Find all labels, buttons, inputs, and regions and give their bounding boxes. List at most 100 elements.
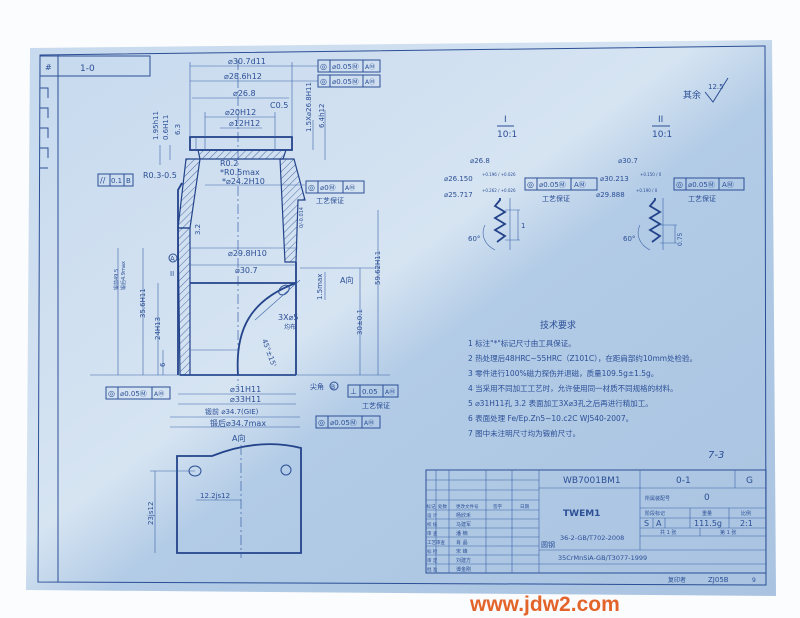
watermark-logo: www.jdw2.com — [469, 593, 620, 616]
dim-dia-30-7: ⌀30.7d11 — [228, 57, 266, 66]
tech-req-title: 技术要求 — [540, 319, 576, 331]
material-spec-2: 35CrMnSiA-GB/T3077-1999 — [558, 554, 647, 562]
material-spec-1: 36-2-GB/T702-2008 — [560, 534, 624, 542]
tech-req-item: 6 表面处理 Fe/Ep.Zn5~10.c2C WJ540-2007。 — [468, 413, 633, 423]
svg-text:+0.190 / 0: +0.190 / 0 — [636, 188, 658, 193]
weight: 111.5g — [694, 519, 722, 528]
role: 设 计 — [427, 512, 438, 519]
roughness-top: 6.3 — [174, 124, 182, 135]
technical-requirements: 技术要求 1 标注"*"标记尺寸由工具保证。 2 热处理后48HRC~55HRC… — [468, 319, 697, 438]
version: 0-1 — [676, 476, 691, 486]
detail-2-marker: II — [170, 270, 174, 278]
radius-0-2: R0.2 — [220, 159, 238, 168]
change-header: 标记 — [427, 503, 436, 510]
change-header: 更改文件号 — [456, 503, 479, 510]
signer-name: 马建军 — [456, 521, 471, 528]
svg-text:⌀26.8: ⌀26.8 — [470, 157, 490, 165]
copy-label: 复印者 — [668, 576, 686, 584]
svg-text:⌀0.05Ⓜ: ⌀0.05Ⓜ — [332, 63, 359, 71]
dim-dia-26-8: ⌀26.8 — [233, 89, 256, 98]
dim-dia-20: ⌀20H12 — [225, 108, 256, 117]
svg-text:◎: ◎ — [320, 77, 327, 86]
dim-1-95: 1.95h11 — [152, 111, 160, 140]
svg-text:0.05: 0.05 — [362, 388, 378, 396]
svg-text:⌀29.888: ⌀29.888 — [596, 191, 625, 199]
svg-text:◎: ◎ — [108, 389, 115, 398]
svg-text:AⓂ: AⓂ — [365, 63, 375, 71]
role: 标 检 — [427, 548, 438, 555]
svg-text:60°: 60° — [468, 235, 480, 243]
dim-12-2: 12.2js12 — [200, 492, 230, 500]
dim-6-4: 6.4h12 — [318, 104, 326, 128]
role: 校 核 — [427, 521, 438, 528]
handwritten-note: 7-3 — [708, 450, 724, 461]
signer-name: 肖 晶 — [456, 539, 468, 546]
svg-text:⌀30.213: ⌀30.213 — [600, 175, 629, 183]
svg-text:◎: ◎ — [527, 180, 534, 189]
roughness-inner: 3.2 — [194, 224, 202, 235]
change-header: 签字 — [493, 503, 502, 510]
fcf-coaxiality-zero: ◎ ⌀0Ⓜ AⓂ — [305, 180, 365, 194]
signer-name: 刘建方 — [456, 557, 471, 564]
fcf-coaxiality-1: ◎ ⌀0.05Ⓜ AⓂ — [317, 59, 381, 73]
form-code: ZJ05B — [708, 576, 729, 584]
assembly-no: 0 — [704, 493, 710, 503]
svg-text:+0.150 / 0: +0.150 / 0 — [640, 172, 662, 177]
svg-text:+0.262 / +0.026: +0.262 / +0.026 — [482, 188, 516, 193]
process-note-2: 工艺保证 — [362, 401, 390, 410]
main-view-annotations: ⌀30.7d11 ⌀28.6h12 ⌀26.8 ⌀20H12 ⌀12H12 C0… — [97, 57, 399, 429]
holes-spec: 3X⌀5 — [278, 313, 298, 322]
dim-59-62: 59.62H11 — [374, 251, 382, 285]
fcf-coaxiality-left: ◎ ⌀0.05Ⓜ AⓂ — [105, 386, 171, 400]
header-block: # 1-0 — [39, 55, 151, 169]
svg-text:⌀25.717: ⌀25.717 — [444, 191, 473, 199]
svg-text:⌀0Ⓜ: ⌀0Ⓜ — [320, 184, 336, 192]
tech-req-item: 2 热处理后48HRC~55HRC（Z101C），在距肩部约10mm处检验。 — [468, 353, 697, 363]
svg-text:工艺保证: 工艺保证 — [542, 194, 570, 203]
detail-view-2: II 10:1 ⌀30.7 ⌀30.213 +0.150 / 0 ⌀29.888… — [596, 115, 745, 251]
svg-text:0.1: 0.1 — [111, 177, 122, 185]
process-note-1: 工艺保证 — [316, 196, 344, 205]
svg-text:⊥: ⊥ — [350, 387, 357, 396]
svg-text:AⓂ: AⓂ — [574, 181, 586, 189]
datum-a: A — [170, 255, 175, 263]
sheet-size: G — [746, 476, 753, 486]
role: 审 定 — [427, 557, 438, 564]
dim-forge-after: 锻后4.9max — [120, 261, 127, 290]
svg-text:10:1: 10:1 — [652, 130, 672, 140]
bore-24-2: *⌀24.2H10 — [222, 177, 265, 186]
sheet-no: 第 1 张 — [720, 529, 736, 536]
dim-0-014: 0/-0.014 — [299, 207, 305, 228]
dim-forge-before: 锻前49.5 — [113, 269, 120, 290]
drawing-number: WB7001BM1 — [563, 476, 621, 486]
col-label-weight: 重量 — [702, 510, 712, 517]
svg-text:AⓂ: AⓂ — [365, 78, 375, 86]
fcf-perpendicularity: ⊥ 0.05 AⓂ — [347, 384, 399, 398]
dim-dia-28-6: ⌀28.6h12 — [224, 72, 262, 81]
dim-6: 6 — [159, 362, 167, 367]
svg-text:⌀0.05Ⓜ: ⌀0.05Ⓜ — [120, 390, 147, 398]
svg-text:工艺保证: 工艺保证 — [688, 194, 716, 203]
svg-text:其余: 其余 — [683, 89, 701, 101]
corner-mark: # — [45, 63, 52, 72]
dim-dia-33: ⌀33H11 — [230, 395, 261, 404]
svg-text:◎: ◎ — [318, 418, 325, 427]
radius-0-3: R0.3-0.5 — [143, 171, 177, 180]
svg-text:AⓂ: AⓂ — [722, 181, 734, 189]
drawing-no-short: 1-0 — [80, 64, 95, 74]
signer-name: 潘 楠 — [456, 530, 468, 537]
dim-dia-after-forge: 锻后⌀34.7max — [210, 418, 266, 428]
svg-text:⌀26.150: ⌀26.150 — [444, 175, 473, 183]
svg-text:⌀0.05Ⓜ: ⌀0.05Ⓜ — [688, 181, 715, 189]
svg-text:AⓂ: AⓂ — [154, 390, 164, 398]
svg-text:AⓂ: AⓂ — [385, 388, 395, 396]
svg-text:10:1: 10:1 — [497, 130, 517, 140]
datum-b: B — [331, 384, 335, 391]
signer-name: 宋 峰 — [456, 548, 468, 555]
page-number: 9 — [752, 577, 756, 584]
detail-view-1: I 10:1 ⌀26.8 ⌀26.150 +0.196 / +0.026 ⌀25… — [444, 115, 598, 251]
col-label-scale: 比例 — [741, 510, 751, 517]
fcf-parallelism: // 0.1 B — [97, 173, 134, 187]
svg-text:⌀0.05Ⓜ: ⌀0.05Ⓜ — [332, 78, 359, 86]
dim-23: 23js12 — [147, 502, 155, 525]
